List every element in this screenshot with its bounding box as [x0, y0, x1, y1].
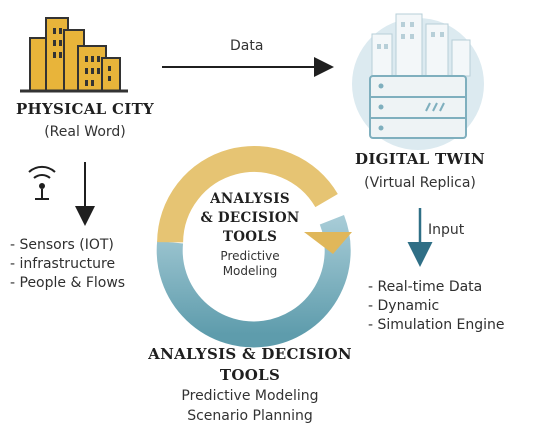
cycle-sub-line: Predictive [220, 249, 280, 263]
physical-city-title: PHYSICAL CITY [15, 100, 155, 118]
list-item: - Real-time Data [368, 279, 483, 295]
bottom-item: Predictive Modeling [181, 388, 319, 404]
wireless-signal-icon [28, 165, 56, 200]
cycle-title-line: ANALYSIS [210, 191, 290, 207]
list-item: - Dynamic [368, 298, 440, 314]
bottom-item: Scenario Planning [187, 408, 313, 424]
physical-city-list: - Sensors (IOT) - infrastructure - Peopl… [10, 236, 125, 293]
digital-twin-list: - Real-time Data - Dynamic - Simulation … [368, 278, 505, 335]
bottom-title-line: TOOLS [219, 366, 281, 384]
cycle-title-line: TOOLS [222, 229, 278, 245]
cycle-center-text: ANALYSIS & DECISION TOOLS Predictive Mod… [190, 190, 310, 279]
list-item: - infrastructure [10, 256, 116, 272]
physical-city-subtitle: (Real Word) [44, 124, 126, 140]
list-item: - Simulation Engine [368, 317, 505, 333]
input-label: Input [428, 222, 465, 238]
list-item: - People & Flows [10, 275, 126, 291]
cycle-sub-line: Modeling [222, 264, 278, 278]
list-item: - Sensors (IOT) [10, 237, 114, 253]
data-arrow-label: Data [230, 38, 264, 54]
digital-twin-title: DIGITAL TWIN [355, 150, 485, 168]
bottom-caption: ANALYSIS & DECISION TOOLS Predictive Mod… [120, 344, 380, 426]
cycle-title-line: & DECISION [200, 210, 300, 226]
digital-twin-subtitle: (Virtual Replica) [364, 175, 476, 191]
cycle-arrow-icon [156, 146, 352, 348]
city-buildings-icon [20, 17, 128, 93]
bottom-title-line: ANALYSIS & DECISION [148, 345, 352, 363]
server-cloud-icon [352, 13, 484, 150]
